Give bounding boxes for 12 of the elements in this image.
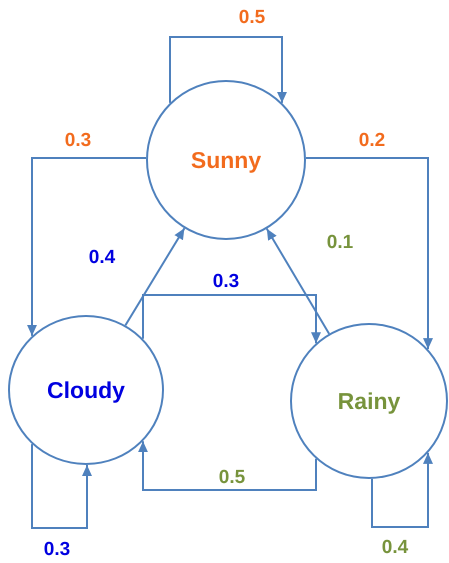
arrow (169, 36, 287, 103)
state-label: Sunny (190, 146, 262, 174)
state-label: Rainy (338, 388, 400, 414)
arrow (27, 157, 146, 336)
arrow (124, 228, 186, 326)
arrow (371, 452, 433, 528)
arrow (142, 294, 321, 344)
arrow (31, 444, 92, 529)
state-label: Cloudy (47, 376, 125, 404)
arrow (138, 441, 317, 491)
arrow (266, 228, 330, 334)
arrow (306, 157, 433, 350)
